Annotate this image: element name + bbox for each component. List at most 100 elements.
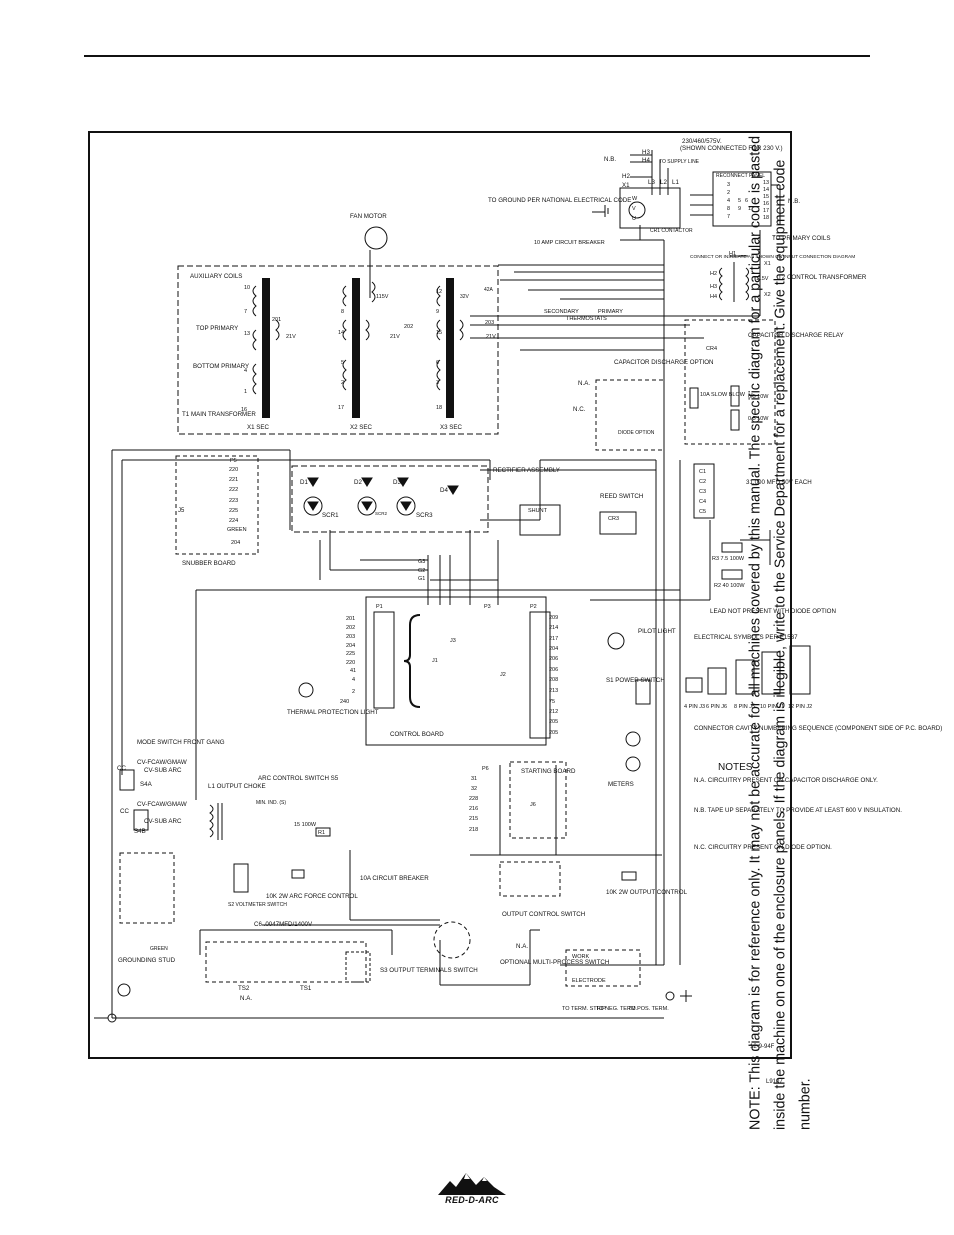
- t2-x1: X1: [764, 261, 771, 267]
- wire-42a: 42A: [484, 287, 494, 293]
- ts1-label: TS1: [300, 985, 312, 992]
- x2-sec: X2 SEC: [350, 424, 373, 431]
- connector-8pin: 8 PIN J5: [734, 704, 755, 710]
- j6-label: J6: [530, 802, 536, 808]
- snubber-wire-225: 225: [229, 508, 238, 514]
- na-label-1: N.A.: [578, 380, 590, 387]
- cap-c1: C1: [699, 469, 706, 475]
- auxiliary-coils: AUXILIARY COILS: [190, 273, 242, 280]
- cap-discharge-option: CAPACITOR DISCHARGE OPTION: [614, 359, 713, 366]
- terminal-v: V: [632, 206, 636, 212]
- wire-203: 203: [485, 320, 494, 326]
- reconnect-t8: 9: [738, 206, 741, 212]
- label-h4: H4: [642, 157, 650, 164]
- r1-label: R1: [318, 830, 325, 836]
- l1-choke: L1 OUTPUT CHOKE: [208, 783, 266, 790]
- cv-fcaw-gmaw-2: CV-FCAW/GMAW: [137, 801, 187, 808]
- p2-wire-205b: 205: [549, 730, 558, 736]
- reconnect-t5: 6: [745, 198, 748, 204]
- connector-6pin: 6 PIN J6: [706, 704, 727, 710]
- cr4-label: CR4: [706, 346, 717, 352]
- cap-c5: C5: [699, 509, 706, 515]
- t2-h3: H3: [710, 284, 717, 290]
- contactor-label: CR1 CONTACTOR: [650, 228, 693, 234]
- reconnect-t18: 18: [763, 215, 769, 221]
- p2-wire-205a: 205: [549, 719, 558, 725]
- gate-g2: G2: [418, 568, 425, 574]
- cr3-label: CR3: [608, 516, 619, 522]
- diode-d2: D2: [354, 479, 362, 486]
- r-100w: 15 100W: [294, 822, 317, 828]
- connector-10pin: 10 PIN J1: [760, 704, 784, 710]
- gate-g1: G1: [418, 576, 425, 582]
- reconnect-t3: 4: [727, 198, 730, 204]
- x3-sec: X3 SEC: [440, 424, 463, 431]
- reconnect-panel: RECONNECT PANEL: [716, 173, 765, 179]
- note-nb-right: N.B.: [788, 198, 800, 205]
- p1-wire-225: 225: [346, 651, 355, 657]
- resistor-r3: R3 7.5 100W: [712, 556, 745, 562]
- reference-note: NOTE: This diagram is for reference only…: [747, 135, 814, 1130]
- reconnect-t17: 17: [763, 208, 769, 214]
- connector-4pin: 4 PIN J3: [684, 704, 705, 710]
- snubber-wire-223: 223: [229, 498, 238, 504]
- reconnect-t9: 1: [748, 206, 751, 212]
- resistor-05-2: 0.5 10W: [748, 416, 769, 422]
- cap-discharge-relay: CAPACITOR DISCHARGE RELAY: [748, 332, 844, 339]
- work-label: WORK: [572, 954, 589, 960]
- p1-wire-202: 202: [346, 625, 355, 631]
- terminal-u: U: [632, 216, 636, 222]
- control-board-label: CONTROL BOARD: [390, 731, 444, 738]
- wire-grid: [111, 230, 771, 1019]
- p2-wire-214: 214: [549, 625, 558, 631]
- wire-1: 1: [244, 389, 247, 395]
- p2-wire-206a: 206: [549, 656, 558, 662]
- p1-wire-2: 2: [352, 689, 355, 695]
- arc-control-switch: ARC CONTROL SWITCH S5: [258, 775, 339, 782]
- t1-transformer: [177, 226, 499, 435]
- wire-18: 18: [436, 405, 442, 411]
- na-label-3: N.A.: [516, 943, 528, 950]
- p1-wire-220: 220: [346, 660, 355, 666]
- red-d-arc-logo: RED-D-ARC: [436, 1167, 508, 1211]
- c6-label: C6 .0047MFD/1400V: [254, 921, 313, 928]
- snubber-wire-204: 204: [231, 540, 240, 546]
- p2-wire-206b: 206: [549, 667, 558, 673]
- wire-4: 4: [244, 368, 247, 374]
- cc-2: CC: [120, 808, 129, 815]
- s4a-label: S4A: [140, 781, 153, 788]
- line-l1: L1: [672, 179, 679, 186]
- s1-power-switch: S1 POWER SWITCH: [606, 677, 665, 684]
- resistor-05-1: 0.5 10W: [748, 394, 769, 400]
- p2-label: P2: [530, 604, 537, 610]
- connector-sequence: CONNECTOR CAVITY NUMBERING SEQUENCE (COM…: [694, 725, 942, 732]
- output-control: 10K 2W OUTPUT CONTROL: [606, 889, 688, 896]
- reed-switch: REED SWITCH: [600, 493, 643, 500]
- reconnect-t4: 5: [738, 198, 741, 204]
- t2-h1: H1: [729, 251, 736, 257]
- starting-board: STARTING BOARD: [521, 768, 576, 775]
- wire-6: 6: [436, 360, 439, 366]
- notes-title: NOTES: [718, 762, 753, 773]
- note-nb-top: N.B.: [604, 156, 616, 163]
- cv-sub-arc-2: CV-SUB ARC: [144, 818, 182, 825]
- wire-201: 201: [272, 317, 281, 323]
- s4b-label: S4B: [134, 828, 146, 835]
- electrical-symbols: ELECTRICAL SYMBOLS PER E1537: [694, 634, 798, 641]
- supply-voltage: 230/460/575V.: [682, 138, 722, 145]
- p1-label: P1: [376, 604, 383, 610]
- output-section: [94, 761, 692, 1023]
- diode-d3: D3: [393, 479, 401, 486]
- to-term-strip: TO TERM. STRIP: [562, 1006, 606, 1012]
- note-nc: N.C. CIRCUITRY PRESENT ON DIODE OPTION.: [694, 844, 832, 851]
- note-na: N.A. CIRCUITRY PRESENT ON CAPACITOR DISC…: [694, 777, 878, 784]
- cap-c3: C3: [699, 489, 706, 495]
- min-ind: MIN. IND. (S): [256, 800, 286, 806]
- wire-14: 14: [338, 330, 344, 336]
- resistor-r2: R2 40 100W: [714, 583, 745, 589]
- mountain-logo-icon: [438, 1173, 506, 1195]
- p2-wire-75: 75: [549, 699, 555, 705]
- p2-wire-208: 208: [549, 677, 558, 683]
- wire-9: 9: [436, 309, 439, 315]
